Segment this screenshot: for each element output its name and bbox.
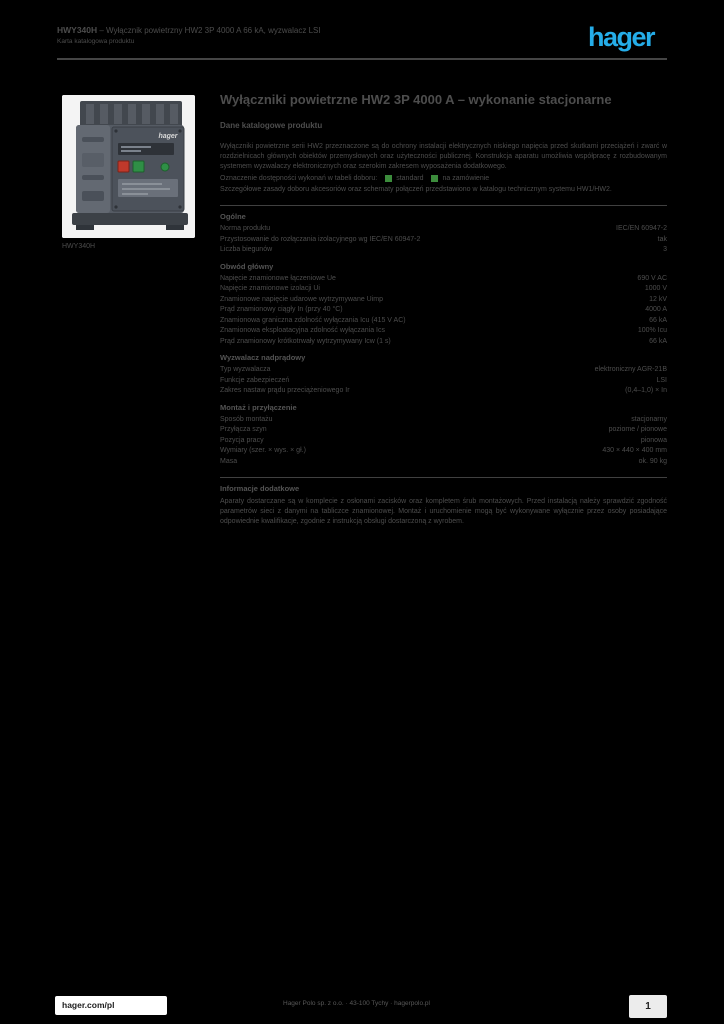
legend-item-label: na zamówienie [442,175,490,182]
footer-company-info: Hager Polo sp. z o.o. · 43-100 Tychy · h… [283,1000,430,1007]
spec-row: Napięcie znamionowe izolacji Ui 1000 V [220,284,667,295]
section-divider [220,205,667,206]
spec-label: Typ wyzwalacza [220,366,271,373]
spec-value: pionowa [640,436,667,444]
spec-label: Przyłącza szyn [220,426,267,433]
intro-paragraph: Szczegółowe zasady doboru akcesoriów ora… [220,186,612,193]
footer-website-link[interactable]: hager.com/pl [55,996,167,1015]
spec-row: Znamionowa graniczna zdolność wyłączania… [220,316,667,327]
spec-label: Liczba biegunów [220,246,273,253]
section-title: Ogólne [220,212,246,221]
footer-page-number: 1 [629,995,667,1018]
intro-paragraph: Wyłączniki powietrzne serii HW2 przeznac… [220,143,667,170]
main-content: Wyłączniki powietrzne HW2 3P 4000 A – wy… [220,92,667,531]
spec-row: Liczba biegunów 3 [220,245,667,256]
spec-label: Napięcie znamionowe izolacji Ui [220,285,320,292]
spec-row: Znamionowe napięcie udarowe wytrzymywane… [220,295,667,306]
spec-row: Funkcje zabezpieczeń LSI [220,376,667,387]
spec-value: 690 V AC [637,274,667,282]
spec-value: 3 [663,246,667,253]
spec-value: 12 kV [649,295,667,303]
green-square-icon [385,175,393,182]
spec-label: Prąd znamionowy ciągły In (przy 40 °C) [220,306,343,313]
header-divider [57,58,667,60]
spec-label: Funkcje zabezpieczeń [220,376,290,384]
spec-row: Typ wyzwalacza elektroniczny AGR-21B [220,365,667,376]
product-image: hager [62,95,195,238]
spec-value: stacjonarny [631,415,667,423]
header-product-line: HWY340H – Wyłącznik powietrzny HW2 3P 40… [57,25,487,36]
hager-logo: hager [588,22,656,52]
spec-row: Prąd znamionowy krótkotrwały wytrzymywan… [220,337,667,348]
spec-label: Wymiary (szer. × wys. × gł.) [220,447,306,454]
spec-value: elektroniczny AGR-21B [594,366,667,373]
section-title: Montaż i przyłączenie [220,402,297,412]
spec-row: Przyłącza szyn poziome / pionowe [220,425,667,436]
spec-label: Przystosowanie do rozłączania izolacyjne… [220,235,421,243]
spec-value: (0,4–1,0) × In [625,387,667,394]
spec-label: Prąd znamionowy krótkotrwały wytrzymywan… [220,337,391,345]
spec-row: Norma produktu IEC/EN 60947-2 [220,224,667,235]
section-mounting: Montaż i przyłączenie Sposób montażu sta… [220,403,667,468]
notes-title: Informacje dodatkowe [220,484,300,493]
spec-row: Pozycja pracy pionowa [220,436,667,447]
spec-row: Sposób montażu stacjonarny [220,415,667,426]
spec-row: Napięcie znamionowe łączeniowe Ue 690 V … [220,274,667,285]
section-main-circuit: Obwód główny Napięcie znamionowe łączeni… [220,262,667,348]
spec-value: 100% Icu [637,327,667,334]
spec-row: Zakres nastaw prądu przeciążeniowego Ir … [220,386,667,397]
section-divider [220,477,667,478]
product-code: HWY340H [57,25,98,35]
spec-label: Norma produktu [220,225,271,232]
spec-value: 430 × 440 × 400 mm [602,447,667,454]
spec-label: Zakres nastaw prądu przeciążeniowego Ir [220,387,350,394]
breaker-base [72,213,188,225]
availability-legend: Oznaczenie dostępności wykonań w tabeli … [220,173,667,184]
breaker-display [118,143,174,155]
breaker-brand-label: hager [158,133,178,140]
spec-row: Masa ok. 90 kg [220,457,667,468]
spec-value: poziome / pionowe [608,426,667,433]
spec-label: Masa [220,457,238,465]
green-square-icon [431,175,439,182]
spec-value: LSI [656,376,667,384]
spec-value: 1000 V [644,285,667,292]
page-subtitle: Dane katalogowe produktu [220,121,323,130]
product-caption: HWY340H [62,243,96,250]
spec-value: IEC/EN 60947-2 [616,225,667,232]
spec-row: Wymiary (szer. × wys. × gł.) 430 × 440 ×… [220,446,667,457]
breaker-off-button [117,160,130,173]
spec-label: Sposób montażu [220,415,273,423]
product-description: – Wyłącznik powietrzny HW2 3P 4000 A 66 … [97,26,321,35]
spec-label: Znamionowa graniczna zdolność wyłączania… [220,316,406,324]
spec-label: Znamionowe napięcie udarowe wytrzymywane… [220,295,384,303]
page-title: Wyłączniki powietrzne HW2 3P 4000 A – wy… [220,92,612,107]
spec-value: 4000 A [645,306,667,313]
product-figure: hager HWY340H [62,95,195,250]
legend-prefix: Oznaczenie dostępności wykonań w tabeli … [220,175,378,182]
section-title: Obwód główny [220,261,274,271]
legend-item-label: standard [396,175,424,182]
spec-value: 66 kA [649,316,667,324]
section-title: Wyzwalacz nadprądowy [220,353,306,362]
section-notes: Informacje dodatkowe Aparaty dostarczane… [220,484,667,527]
spec-row: Znamionowa eksploatacyjna zdolność wyłąc… [220,326,667,337]
spec-label: Znamionowa eksploatacyjna zdolność wyłąc… [220,327,385,334]
spec-label: Napięcie znamionowe łączeniowe Ue [220,274,336,282]
section-trip-unit: Wyzwalacz nadprądowy Typ wyzwalacza elek… [220,353,667,397]
spec-value: tak [657,235,667,243]
breaker-status-indicator [160,162,170,172]
spec-row: Przystosowanie do rozłączania izolacyjne… [220,235,667,246]
spec-value: 66 kA [649,337,667,345]
spec-value: ok. 90 kg [638,457,667,465]
breaker-on-button [132,160,145,173]
header-subline: Karta katalogowa produktu [57,38,135,45]
spec-label: Pozycja pracy [220,436,264,444]
header: HWY340H – Wyłącznik powietrzny HW2 3P 40… [57,25,487,45]
section-general: Ogólne Norma produktu IEC/EN 60947-2 Prz… [220,212,667,256]
spec-row: Prąd znamionowy ciągły In (przy 40 °C) 4… [220,305,667,316]
notes-body: Aparaty dostarczane są w komplecie z osł… [220,498,667,525]
